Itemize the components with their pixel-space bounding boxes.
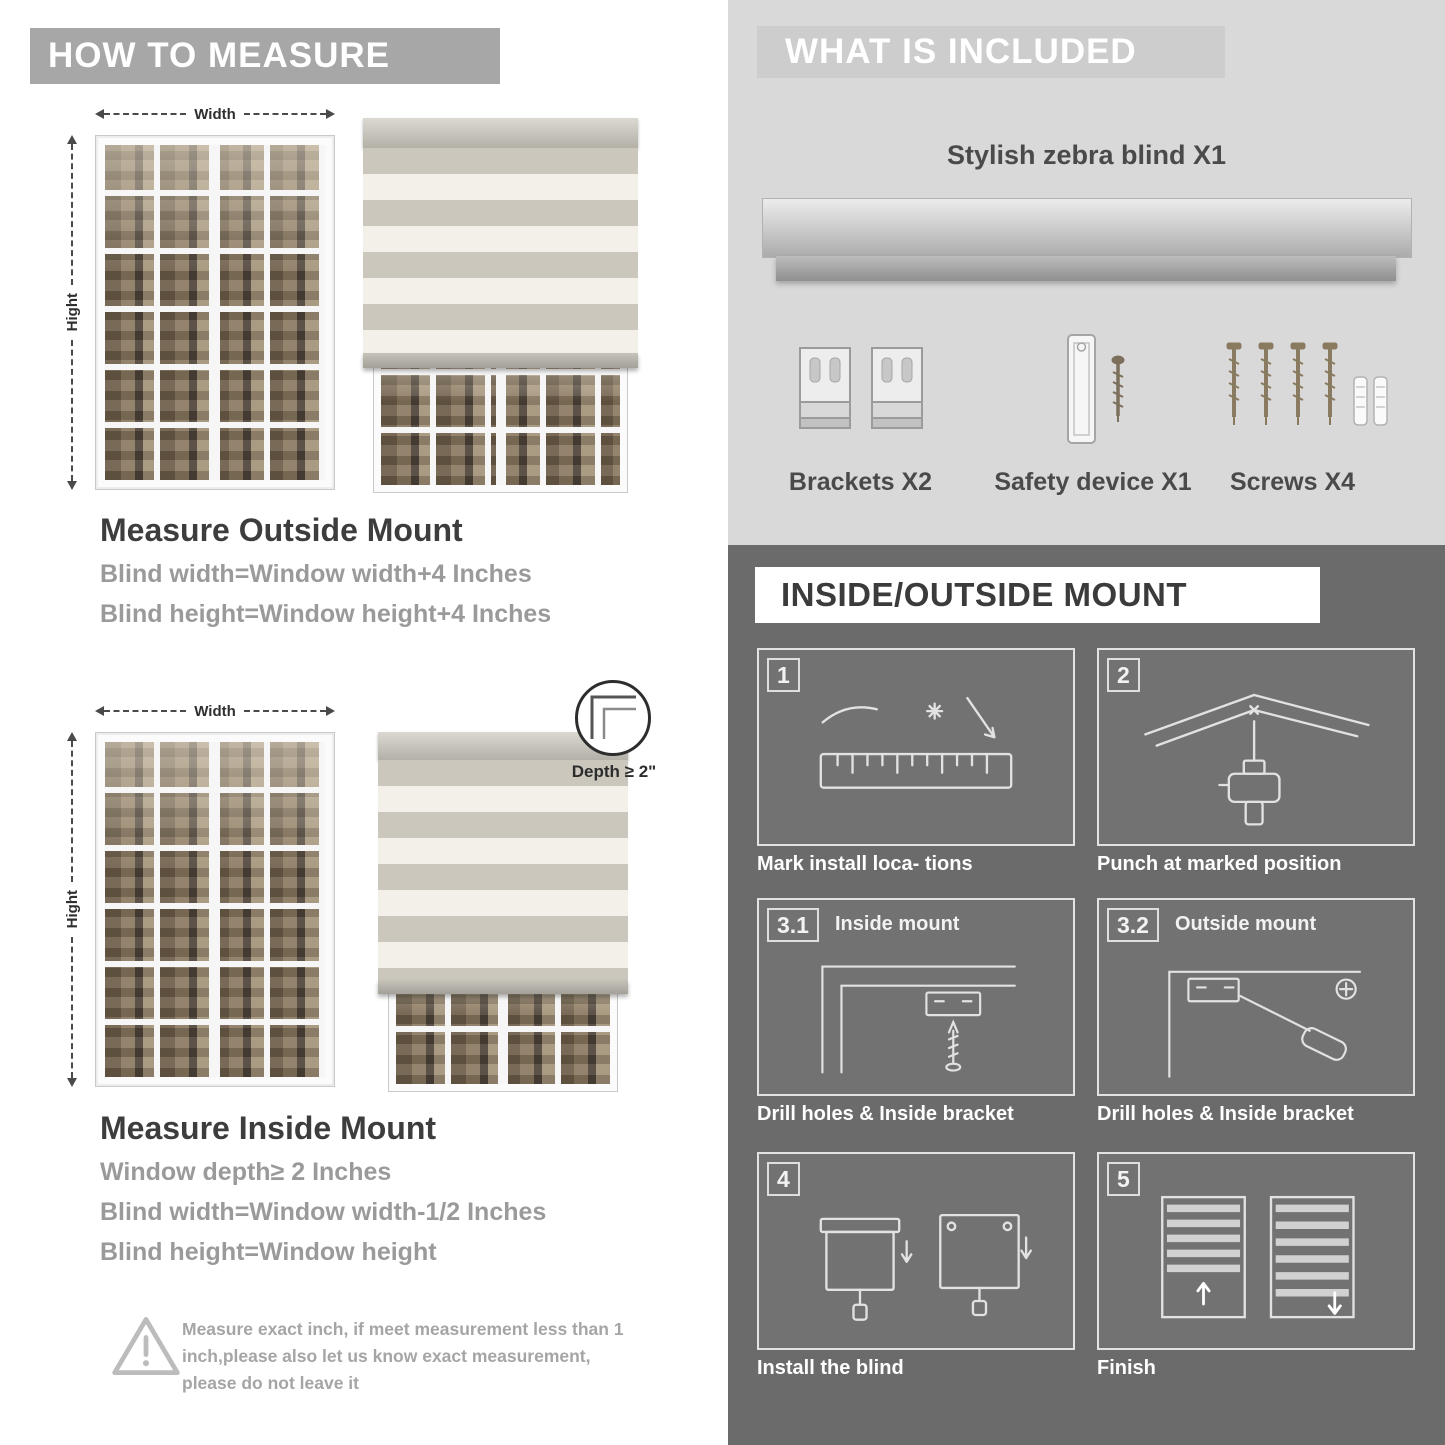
step-3-2: 3.2 Outside mount Drill holes & Inside b… [1097, 898, 1415, 1126]
warning-triangle-icon [108, 1312, 184, 1387]
outside-bracket-screwdriver-icon [1168, 971, 1362, 1079]
step-caption: Install the blind [757, 1357, 904, 1379]
included-blind-label: Stylish zebra blind X1 [946, 140, 1227, 170]
drill-icon [1144, 693, 1370, 826]
step-number: 5 [1107, 1162, 1140, 1196]
arrowhead-up [67, 135, 77, 144]
height-arrow-inside: Hight [63, 732, 81, 1088]
step-title: Outside mount [1175, 913, 1317, 935]
arrowhead-right [326, 706, 336, 716]
mount-instructions-section: INSIDE/OUTSIDE MOUNT 1 Mark install loca… [728, 545, 1445, 1445]
step-caption: Drill holes & Inside bracket [757, 1103, 1014, 1125]
blind-stripes [363, 148, 638, 353]
step-frame: 3.2 Outside mount [1097, 898, 1415, 1096]
zebra-blind-inside-illustration [378, 732, 628, 1092]
step-frame: 5 [1097, 1152, 1415, 1350]
window-corner-detail-icon [590, 695, 636, 739]
window-illustration-outside [95, 135, 335, 490]
width-arrow-outside: Width [95, 105, 336, 123]
step-number: 3.2 [1107, 908, 1159, 942]
arrowhead-up [67, 732, 77, 741]
step-frame: 2 [1097, 648, 1415, 846]
outside-formula-width: Blind width=Window width+4 Inches [100, 560, 532, 588]
step-2: 2 Punch at marked position [1097, 648, 1415, 876]
safety-device-label: Safety device X1 [994, 468, 1192, 496]
finish-blinds-icon [1161, 1195, 1355, 1319]
inside-mount-title: Measure Inside Mount [100, 1110, 437, 1146]
blind-stripes [378, 760, 628, 980]
zebra-blind [363, 118, 638, 368]
window-glass [105, 145, 325, 480]
step-number: 1 [767, 658, 800, 692]
arrowhead-right [326, 109, 336, 119]
depth-callout-label: Depth ≥ 2" [571, 762, 657, 781]
step-title: Inside mount [835, 913, 960, 935]
height-label: Hight [63, 293, 81, 332]
inside-formula-height: Blind height=Window height [100, 1238, 437, 1266]
ruler-mark-icon [819, 696, 1013, 789]
step-caption: Drill holes & Inside bracket [1097, 1103, 1354, 1125]
step-4: 4 Install the bli [757, 1152, 1075, 1380]
safety-device-icon [1050, 330, 1145, 460]
blind-bottom-rail [378, 980, 628, 994]
screws-anchors-icon [1220, 335, 1395, 460]
inside-formula-depth: Window depth≥ 2 Inches [100, 1158, 392, 1186]
arrowhead-down [67, 481, 77, 491]
mount-header: INSIDE/OUTSIDE MOUNT [755, 567, 1320, 623]
blind-headrail [363, 118, 638, 148]
inside-formula-width: Blind width=Window width-1/2 Inches [100, 1198, 547, 1226]
window-mullion [210, 145, 220, 480]
zebra-blind-outside-illustration [363, 118, 638, 493]
step-number: 2 [1107, 658, 1140, 692]
bracket-icon [866, 340, 928, 445]
step-frame: 1 [757, 648, 1075, 846]
arrowhead-down [67, 1078, 77, 1088]
step-caption: Mark install loca- tions [757, 853, 973, 875]
blind-headrail-lip [776, 256, 1396, 281]
step-frame: 4 [757, 1152, 1075, 1350]
what-is-included-section: WHAT IS INCLUDED Stylish zebra blind X1 [728, 0, 1445, 545]
step-number: 4 [767, 1162, 800, 1196]
install-blind-icon [819, 1213, 1032, 1321]
step-caption: Punch at marked position [1097, 853, 1342, 875]
width-label: Width [194, 105, 236, 123]
blind-bottom-rail [363, 353, 638, 368]
anchor-icon [1353, 376, 1388, 426]
width-label: Width [194, 702, 236, 720]
how-to-measure-header: HOW TO MEASURE [30, 28, 500, 84]
step-number: 3.1 [767, 908, 819, 942]
height-arrow-outside: Hight [63, 135, 81, 491]
width-arrow-inside: Width [95, 702, 336, 720]
arrowhead-left [95, 109, 104, 119]
brackets-label: Brackets X2 [788, 468, 933, 496]
step-5: 5 [1097, 1152, 1415, 1380]
screws-label: Screws X4 [1229, 468, 1356, 496]
step-1: 1 Mark install loca- tions [757, 648, 1075, 876]
outside-mount-title: Measure Outside Mount [100, 512, 463, 548]
outside-formula-height: Blind height=Window height+4 Inches [100, 600, 552, 628]
depth-callout-circle [575, 680, 651, 756]
what-is-included-header: WHAT IS INCLUDED [757, 26, 1225, 78]
inside-bracket-screw-icon [821, 965, 1016, 1074]
step-frame: 3.1 Inside mount [757, 898, 1075, 1096]
bracket-icon [794, 340, 856, 445]
arrowhead-left [95, 706, 104, 716]
window-behind-blind [373, 343, 628, 493]
blind-headrail-illustration [762, 198, 1412, 258]
step-caption: Finish [1097, 1357, 1156, 1379]
measurement-note: Measure exact inch, if meet measurement … [182, 1319, 624, 1394]
window-illustration-inside [95, 732, 335, 1087]
step-3-1: 3.1 Inside mount Drill holes & Ins [757, 898, 1075, 1126]
height-label: Hight [63, 890, 81, 929]
